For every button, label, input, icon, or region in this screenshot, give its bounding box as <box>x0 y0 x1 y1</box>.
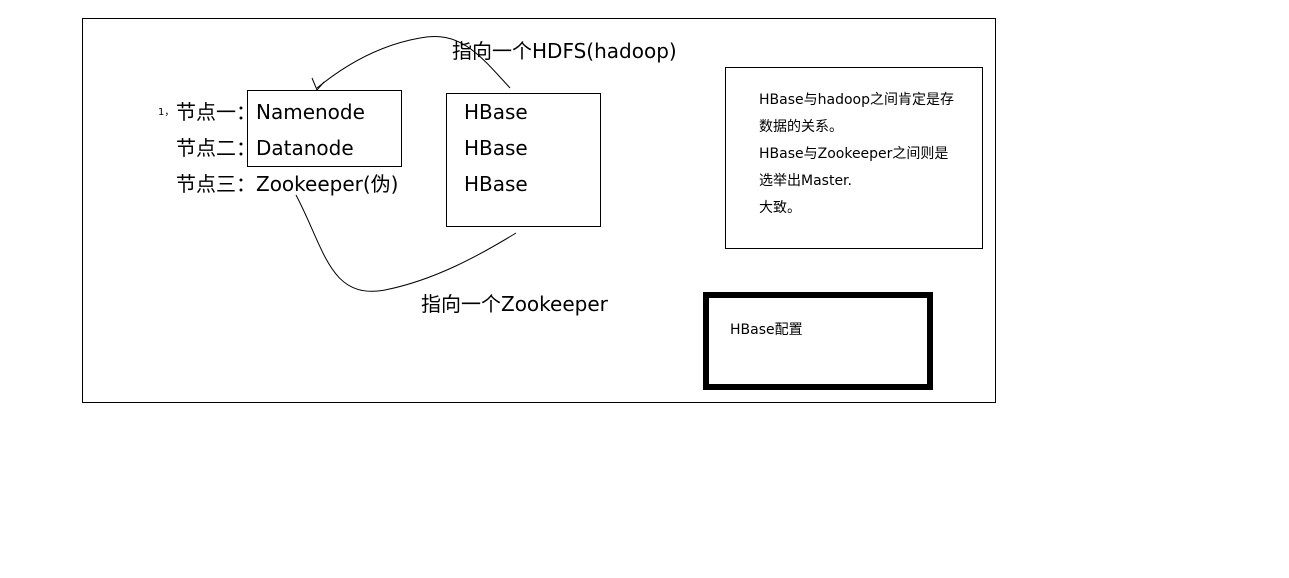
hbase-label-3: HBase <box>464 172 528 196</box>
note-line-2: 数据的关系。 <box>759 119 843 135</box>
hbase-box <box>446 93 601 227</box>
note-line-3: HBase与Zookeeper之间则是 <box>759 146 949 162</box>
node2-label: 节点二：Datanode <box>176 136 354 160</box>
note-line-4: 选举出Master. <box>759 173 852 189</box>
list-marker: 1， <box>158 107 175 118</box>
hdfs-arrow-curve <box>316 36 511 89</box>
note-line-5: 大致。 <box>759 200 801 216</box>
canvas-frame <box>82 18 996 403</box>
node3-label: 节点三：Zookeeper(伪) <box>176 172 399 196</box>
config-box <box>703 292 933 390</box>
node1-label: 节点一：Namenode <box>176 100 365 124</box>
top-arrow-label: 指向一个HDFS(hadoop) <box>452 39 677 63</box>
hdfs-arrowhead <box>311 77 325 91</box>
note-line-1: HBase与hadoop之间肯定是存 <box>759 92 954 108</box>
bottom-arrow-label: 指向一个Zookeeper <box>421 292 608 316</box>
hbase-label-1: HBase <box>464 100 528 124</box>
zookeeper-arrow-curve <box>295 194 517 292</box>
node-box <box>247 90 402 167</box>
config-label: HBase配置 <box>730 322 803 338</box>
hbase-label-2: HBase <box>464 136 528 160</box>
note-box <box>725 67 983 249</box>
